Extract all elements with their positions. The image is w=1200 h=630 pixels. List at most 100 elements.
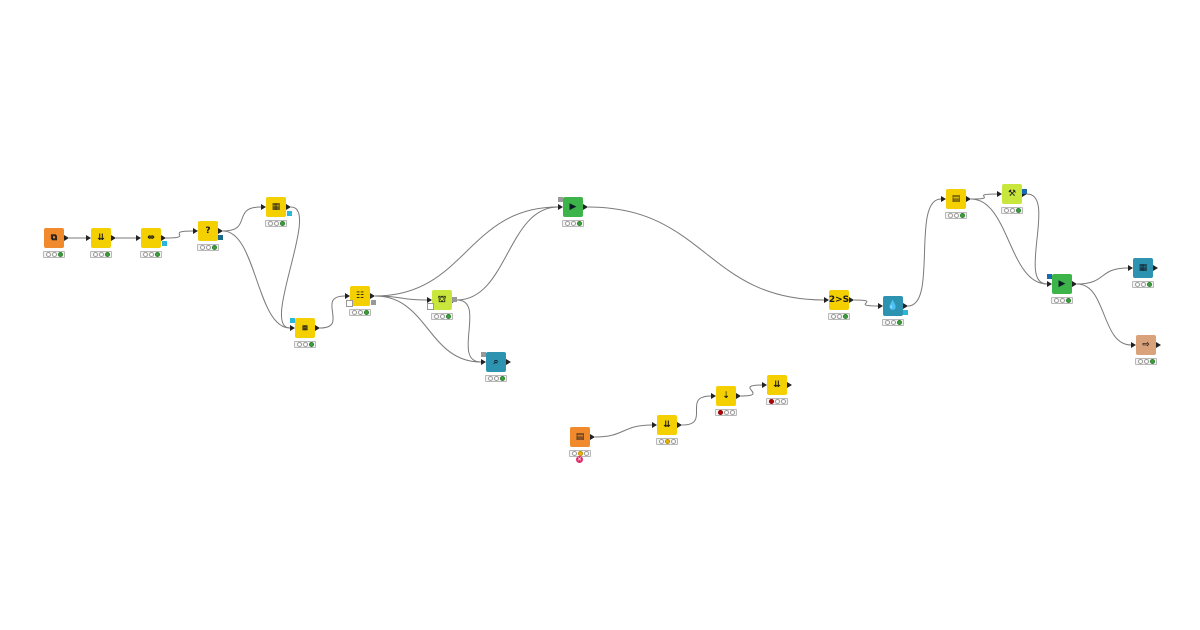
input-port[interactable]: [86, 235, 91, 241]
column-filter-node[interactable]: ⇊: [767, 375, 787, 395]
output-port[interactable]: [315, 325, 320, 331]
column-filter-node[interactable]: ⇊: [657, 415, 677, 435]
connection-edge[interactable]: [222, 230, 291, 329]
model-port[interactable]: [1022, 189, 1027, 194]
column-filter-node[interactable]: ⇊: [91, 228, 111, 248]
node-status-lights: [562, 220, 584, 227]
output-port[interactable]: [903, 303, 908, 309]
learner-node[interactable]: ⚒: [1002, 184, 1022, 204]
output-port[interactable]: [787, 382, 792, 388]
connection-edge[interactable]: [374, 206, 559, 297]
input-port[interactable]: [997, 191, 1002, 197]
connection-edge[interactable]: [681, 395, 712, 426]
table-reader-node[interactable]: ▤: [570, 427, 590, 447]
model-port[interactable]: [427, 303, 434, 310]
input-port[interactable]: [652, 422, 657, 428]
input-port[interactable]: [261, 204, 266, 210]
missing-value-node[interactable]: ?: [198, 221, 218, 241]
input-port[interactable]: [1131, 342, 1136, 348]
connection-edge[interactable]: [740, 384, 763, 397]
input-port[interactable]: [193, 228, 198, 234]
input-port[interactable]: [481, 359, 486, 365]
model-port[interactable]: [452, 297, 457, 302]
output-port[interactable]: [161, 235, 166, 241]
input-port[interactable]: [824, 297, 829, 303]
connection-edge[interactable]: [374, 295, 482, 363]
model-port[interactable]: [162, 241, 167, 246]
output-port[interactable]: [966, 196, 971, 202]
table-partition-node[interactable]: ▤: [946, 189, 966, 209]
connection-edge[interactable]: [1076, 267, 1129, 285]
input-port[interactable]: [1128, 265, 1133, 271]
connection-edge[interactable]: [165, 230, 194, 239]
output-port[interactable]: [849, 297, 854, 303]
model-port[interactable]: [287, 211, 292, 216]
output-port[interactable]: [1156, 342, 1161, 348]
input-port[interactable]: [1047, 281, 1052, 287]
connection-edge[interactable]: [1026, 193, 1048, 285]
input-port[interactable]: [941, 196, 946, 202]
output-port[interactable]: [1153, 265, 1158, 271]
connection-edge[interactable]: [587, 206, 825, 301]
input-port[interactable]: [878, 303, 883, 309]
output-port[interactable]: [370, 293, 375, 299]
input-port[interactable]: [558, 204, 563, 210]
status-light: [842, 314, 848, 319]
status-light: [583, 451, 589, 456]
status-light: [896, 320, 902, 325]
connection-edge[interactable]: [456, 299, 482, 363]
model-port[interactable]: [481, 352, 486, 357]
model-port[interactable]: [903, 310, 908, 315]
normalizer-node[interactable]: ☷: [350, 286, 370, 306]
output-port[interactable]: [1072, 281, 1077, 287]
tree-learner-node[interactable]: ⛫: [432, 290, 452, 310]
row-splitter-node[interactable]: ⇣: [716, 386, 736, 406]
output-port[interactable]: [736, 393, 741, 399]
output-port[interactable]: [583, 204, 588, 210]
table-view-node[interactable]: ▦: [1133, 258, 1153, 278]
output-port[interactable]: [111, 235, 116, 241]
model-port[interactable]: [558, 197, 563, 202]
input-port[interactable]: [762, 382, 767, 388]
connection-edge[interactable]: [1076, 283, 1132, 346]
tree-view-node[interactable]: ⌕: [486, 352, 506, 372]
output-port[interactable]: [677, 422, 682, 428]
partitioning-node[interactable]: ▦: [266, 197, 286, 217]
output-port[interactable]: [590, 434, 595, 440]
model-port[interactable]: [290, 318, 295, 323]
connection-edge[interactable]: [280, 206, 301, 329]
connection-edge[interactable]: [970, 198, 1048, 285]
input-port[interactable]: [427, 297, 432, 303]
input-port[interactable]: [711, 393, 716, 399]
output-port[interactable]: [64, 235, 69, 241]
input-port[interactable]: [290, 325, 295, 331]
connection-edge[interactable]: [907, 198, 942, 307]
model-port[interactable]: [1047, 274, 1052, 279]
output-port[interactable]: [1022, 191, 1027, 197]
output-port[interactable]: [286, 204, 291, 210]
apply-model-node[interactable]: ⧈: [295, 318, 315, 338]
connection-edge[interactable]: [853, 299, 879, 307]
input-port[interactable]: [136, 235, 141, 241]
model-port[interactable]: [346, 300, 353, 307]
model-writer-node[interactable]: ⇨: [1136, 335, 1156, 355]
model-port[interactable]: [218, 235, 223, 240]
output-port[interactable]: [506, 359, 511, 365]
input-port[interactable]: [345, 293, 350, 299]
color-manager-node[interactable]: 💧: [883, 296, 903, 316]
column-rename-node[interactable]: ⇹: [141, 228, 161, 248]
connection-edge[interactable]: [222, 206, 262, 232]
status-light: [148, 252, 154, 257]
file-reader-node[interactable]: ⧉: [44, 228, 64, 248]
connection-edge[interactable]: [970, 193, 998, 200]
model-port[interactable]: [371, 300, 376, 305]
number-to-string-node[interactable]: 2>S: [829, 290, 849, 310]
tree-predictor-node[interactable]: ▶: [563, 197, 583, 217]
predictor-node[interactable]: ▶: [1052, 274, 1072, 294]
connection-edge[interactable]: [456, 206, 559, 301]
connection-edge[interactable]: [319, 295, 346, 329]
status-light: [1065, 298, 1071, 303]
output-port[interactable]: [218, 228, 223, 234]
connection-edge[interactable]: [594, 424, 653, 438]
